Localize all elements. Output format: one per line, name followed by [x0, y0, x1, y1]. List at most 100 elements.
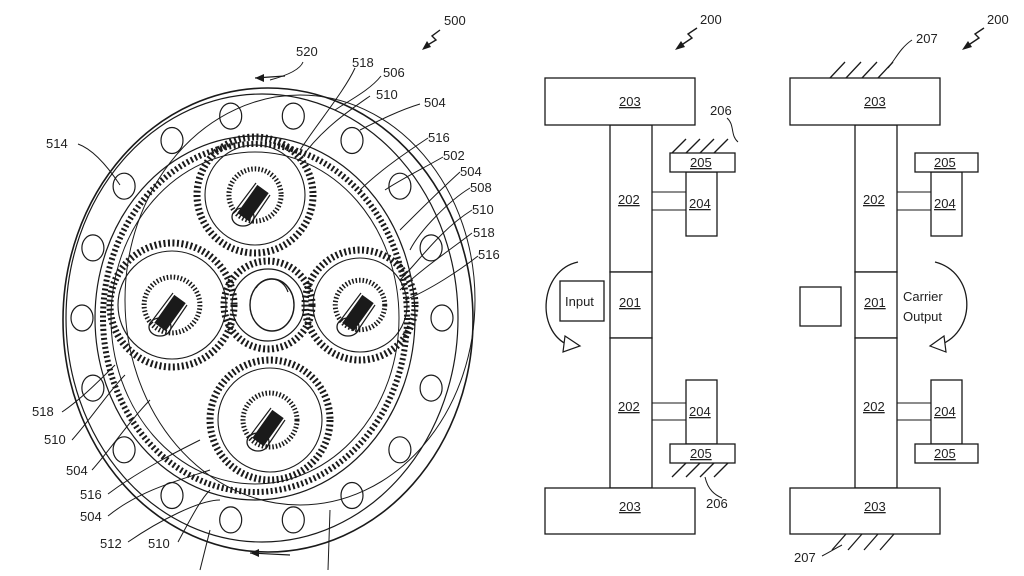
schematic-input: 200 Input 203 [544, 12, 739, 535]
flange-bolt-holes [70, 102, 454, 534]
label-204-lower: 204 [934, 404, 956, 419]
bolt-hole [340, 481, 364, 510]
ref-510: 510 [148, 536, 170, 551]
ref-502: 502 [443, 148, 465, 163]
upper-bearing [914, 152, 979, 173]
planet-spline-hub [226, 166, 284, 224]
bolt-hole [219, 506, 243, 534]
ref-510: 510 [472, 202, 494, 217]
label-205-upper: 205 [934, 155, 956, 170]
bolt-hole [281, 102, 305, 130]
center-gear [609, 271, 653, 339]
bottom-carrier [789, 487, 941, 535]
planet-pin-edge [355, 304, 376, 334]
ref206-upper-leader [726, 117, 739, 143]
housing-rim [65, 93, 459, 543]
ref-504: 504 [66, 463, 88, 478]
planet-spline-hub [332, 277, 388, 333]
ref-516: 516 [478, 247, 500, 262]
bolt-hole [70, 304, 94, 332]
ref-506: 506 [383, 65, 405, 80]
sun-rotation-arrow [255, 278, 289, 293]
planet-gear [106, 239, 238, 371]
bolt-hole [419, 374, 443, 402]
planet-gears [106, 133, 419, 484]
planet-pin-shaft [237, 184, 269, 222]
label-202-lower: 202 [863, 399, 885, 414]
label-204-upper: 204 [689, 196, 711, 211]
housing-outer-ring [62, 87, 474, 553]
lower-bearing [914, 443, 979, 464]
label-206-lower: 206 [706, 496, 728, 511]
ground-hatch-bottom [831, 533, 895, 551]
planet-gear [206, 356, 334, 484]
label-205-lower: 205 [934, 446, 956, 461]
output-placeholder-box [799, 286, 842, 327]
upper-planet [685, 171, 718, 237]
label-203-top: 203 [619, 94, 641, 109]
planet-pin-shaft [252, 409, 284, 447]
fig500-arrow-icon [425, 29, 441, 47]
ref-520: 520 [296, 44, 318, 59]
bolt-hole [419, 234, 443, 262]
ref-504: 504 [424, 95, 446, 110]
label-201: 201 [619, 295, 641, 310]
planet-gear-body [117, 250, 227, 360]
bolt-hole [112, 436, 136, 464]
planet-gear-teeth [193, 133, 317, 257]
bolt-hole [81, 234, 105, 262]
bolt-hole [112, 172, 136, 200]
fig200-right-number: 200 [987, 12, 1009, 27]
planet-gear-teeth [206, 356, 334, 484]
bolt-hole [219, 102, 243, 130]
ref-512: 512 [100, 536, 122, 551]
bolt-hole [160, 481, 184, 510]
planet-pin-edge [151, 292, 174, 322]
planet-gear-body [204, 144, 306, 246]
planet-pin-edge [249, 407, 272, 437]
bolt-hole [388, 172, 412, 200]
input-rotation-arrow-icon [545, 261, 579, 346]
ref-514: 514 [46, 136, 68, 151]
label-203-bottom: 203 [619, 499, 641, 514]
label-204-upper: 204 [934, 196, 956, 211]
label-205-upper: 205 [690, 155, 712, 170]
carrier-output-label-line2: Output [903, 309, 942, 324]
upper-planet [930, 171, 963, 237]
ring-gear-teeth [100, 141, 410, 495]
schematic-carrier-output: 200 Carrier Output 203 20 [789, 12, 1009, 565]
planet-gear-body [217, 367, 323, 473]
upper-bearing [669, 152, 736, 173]
planet-pin-edge [167, 304, 188, 334]
bottom-carrier [544, 487, 696, 535]
ref-518: 518 [32, 404, 54, 419]
reference-leader-lines [61, 61, 479, 571]
ref-504: 504 [460, 164, 482, 179]
fig200-right-arrow-icon [966, 27, 985, 47]
fig200-left-number: 200 [700, 12, 722, 27]
ground-hatch-top [829, 61, 894, 79]
lower-shaft [854, 337, 898, 489]
arrowhead-top [255, 74, 264, 82]
input-box [559, 280, 605, 322]
planet-pin-shaft [154, 294, 186, 332]
ref206-lower-leader [704, 476, 723, 499]
bolt-hole [281, 506, 305, 534]
planet-gear [301, 246, 419, 364]
label-203-top: 203 [864, 94, 886, 109]
bolt-hole [160, 126, 184, 155]
ref-510: 510 [376, 87, 398, 102]
planet-links [897, 191, 931, 421]
ref-518: 518 [352, 55, 374, 70]
ref-516: 516 [428, 130, 450, 145]
top-carrier [544, 77, 696, 126]
ref-516: 516 [80, 487, 102, 502]
label-202-lower: 202 [618, 399, 640, 414]
planet-gear-teeth [106, 239, 238, 371]
fig200-right-arrowhead [962, 41, 972, 50]
sun-gear-teeth [220, 257, 316, 353]
input-rotation-arrowhead [562, 334, 582, 353]
upper-shaft [609, 124, 653, 273]
ring-gear-outer [94, 135, 416, 501]
fig500-arrowhead [422, 41, 431, 50]
